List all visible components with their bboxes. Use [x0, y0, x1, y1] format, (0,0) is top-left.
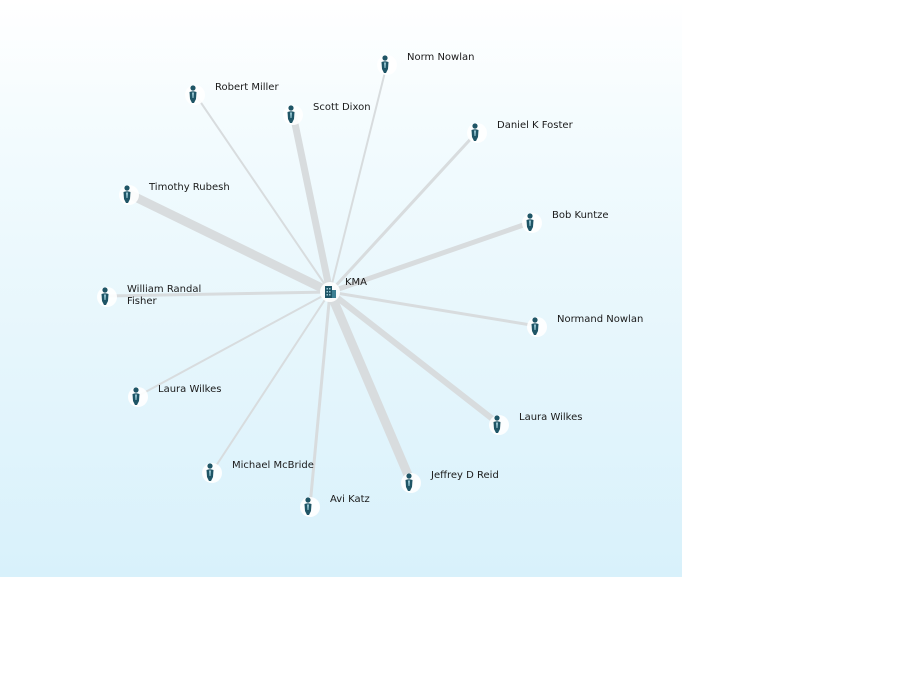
center-node-label: KMA: [345, 277, 368, 288]
edge-jeffrey-d-reid-11: [325, 287, 416, 487]
edge-timothy-rubesh-4: [124, 189, 335, 297]
edge-scott-dixon-2: [289, 110, 334, 296]
edge-laura-wilkes-8: [137, 291, 331, 397]
edge-daniel-k-foster-3: [328, 130, 479, 294]
edge-normand-nowlan-7: [328, 290, 539, 328]
edge-avi-katz-12: [308, 290, 332, 508]
person-icon: [377, 55, 397, 75]
person-label: William Randal Fisher: [127, 284, 202, 307]
edge-bob-kuntze-5: [327, 219, 535, 295]
edge-michael-mcbride-10: [211, 291, 331, 473]
person-icon: [119, 185, 139, 205]
person-icon: [185, 85, 205, 105]
edge-norm-nowlan-0: [329, 63, 388, 293]
person-icon: [202, 463, 222, 483]
person-label: Timothy Rubesh: [149, 182, 230, 193]
person-label: Norm Nowlan: [407, 52, 475, 63]
edge-william-randal-fisher-6: [105, 290, 332, 298]
person-label: Bob Kuntze: [552, 210, 609, 221]
edge-laura-wilkes-9: [327, 289, 502, 427]
person-label: Jeffrey D Reid: [431, 470, 499, 481]
person-icon: [401, 473, 421, 493]
person-label: Laura Wilkes: [519, 412, 583, 423]
building-icon: [320, 282, 340, 302]
person-label: Michael McBride: [232, 460, 314, 471]
connection-edges: [105, 63, 539, 508]
person-icon: [128, 387, 148, 407]
person-label: Laura Wilkes: [158, 384, 222, 395]
person-icon: [97, 287, 117, 307]
person-icon: [467, 123, 487, 143]
person-label: Robert Miller: [215, 82, 279, 93]
person-label: Avi Katz: [330, 494, 370, 505]
person-label: Scott Dixon: [313, 102, 371, 113]
person-icon: [300, 497, 320, 517]
edge-robert-miller-1: [194, 93, 331, 293]
person-icon: [489, 415, 509, 435]
person-icon: [527, 317, 547, 337]
person-label: Daniel K Foster: [497, 120, 573, 131]
person-icon: [522, 213, 542, 233]
person-label: Normand Nowlan: [557, 314, 644, 325]
person-icon: [283, 105, 303, 125]
